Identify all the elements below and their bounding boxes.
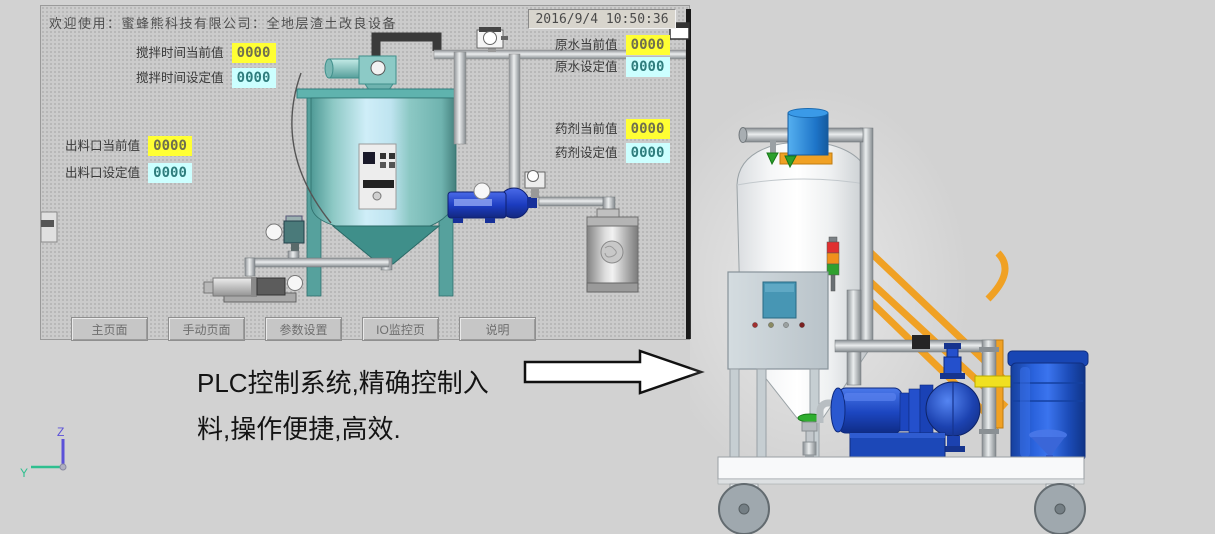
nav-button-help[interactable]: 说明 <box>459 317 536 341</box>
caption-text: PLC控制系统,精确控制入 料,操作便捷,高效. <box>197 360 532 452</box>
indicator-light <box>768 322 774 328</box>
indicator-light <box>752 322 758 328</box>
dosing-pump-3d <box>816 343 981 462</box>
field-value-display: 0000 <box>625 119 670 139</box>
hmi-clock: 2016/9/4 10:50:36 <box>528 9 676 29</box>
field-value-input[interactable]: 0000 <box>148 163 193 183</box>
field-agent-set: 药剂设定值 0000 <box>555 143 670 163</box>
field-value-display: 0000 <box>148 136 193 156</box>
indicator-light <box>783 322 789 328</box>
nav-button-main-page[interactable]: 主页面 <box>71 317 148 341</box>
field-mix-time-current: 搅拌时间当前值 0000 <box>136 43 276 63</box>
field-label: 出料口当前值 <box>65 139 141 153</box>
caster-wheels <box>718 483 1086 534</box>
field-label: 药剂设定值 <box>555 146 618 160</box>
junction-box <box>912 335 930 349</box>
z-axis-label: Z <box>57 425 64 439</box>
left-edge-instrument-icon <box>41 211 58 243</box>
field-label: 搅拌时间设定值 <box>136 71 224 85</box>
field-value-input[interactable]: 0000 <box>231 68 276 88</box>
field-label: 原水当前值 <box>555 38 618 52</box>
caption-line-2: 料,操作便捷,高效. <box>197 414 401 444</box>
field-label: 搅拌时间当前值 <box>136 46 224 60</box>
flow-arrow-icon <box>523 349 705 395</box>
field-raw-water-current: 原水当前值 0000 <box>555 35 670 55</box>
field-agent-current: 药剂当前值 0000 <box>555 119 670 139</box>
hmi-panel: 欢迎使用：蜜蜂熊科技有限公司：全地层渣土改良设备 2016/9/4 10:50:… <box>40 5 691 341</box>
raw-water-pump-icon <box>447 182 537 223</box>
nav-button-parameter-settings[interactable]: 参数设置 <box>265 317 342 341</box>
field-outlet-current: 出料口当前值 0000 <box>65 136 193 156</box>
field-outlet-set: 出料口设定值 0000 <box>65 163 193 183</box>
field-label: 药剂当前值 <box>555 122 618 136</box>
machine-3d-render <box>690 85 1089 534</box>
tank-controller-icon <box>358 143 397 210</box>
field-value-input[interactable]: 0000 <box>625 57 670 77</box>
indicator-light <box>799 322 805 328</box>
top-valve-icon <box>476 27 508 52</box>
field-mix-time-set: 搅拌时间设定值 0000 <box>136 68 276 88</box>
axes-origin <box>59 463 67 471</box>
field-label: 原水设定值 <box>555 60 618 74</box>
hmi-title: 欢迎使用：蜜蜂熊科技有限公司：全地层渣土改良设备 <box>49 16 398 31</box>
caption-line-1: PLC控制系统,精确控制入 <box>197 368 489 398</box>
field-label: 出料口设定值 <box>65 166 141 180</box>
signal-tower-icon <box>826 236 840 292</box>
discharge-valve-icon <box>524 170 546 198</box>
outlet-piping <box>244 250 390 277</box>
panel-right-strip <box>686 9 691 339</box>
nav-button-io-monitor-page[interactable]: IO监控页 <box>362 317 439 341</box>
outlet-valve-icon <box>265 215 305 253</box>
field-raw-water-set: 原水设定值 0000 <box>555 57 670 77</box>
field-value-display: 0000 <box>231 43 276 63</box>
hmi-nav-bar: 主页面 手动页面 参数设置 IO监控页 说明 <box>71 317 536 341</box>
hmi-process-diagram <box>41 9 691 339</box>
top-motor-blue <box>787 108 829 156</box>
level-sensor-cable <box>291 72 332 224</box>
dosing-pump-icon <box>203 275 303 303</box>
nav-button-manual-page[interactable]: 手动页面 <box>168 317 245 341</box>
side-pipe <box>846 289 862 386</box>
green-valves <box>766 152 797 169</box>
buffer-tank-icon <box>538 196 639 293</box>
y-axis-label: Y <box>20 466 28 480</box>
chemical-barrel <box>1007 350 1089 462</box>
viewport-axes: Y Z <box>20 425 67 480</box>
field-value-display: 0000 <box>625 35 670 55</box>
skid-frame <box>717 456 1085 501</box>
top-piping <box>433 27 687 189</box>
agitator-motor-icon <box>324 32 442 95</box>
field-value-input[interactable]: 0000 <box>625 143 670 163</box>
yellow-pipe <box>974 375 1014 388</box>
